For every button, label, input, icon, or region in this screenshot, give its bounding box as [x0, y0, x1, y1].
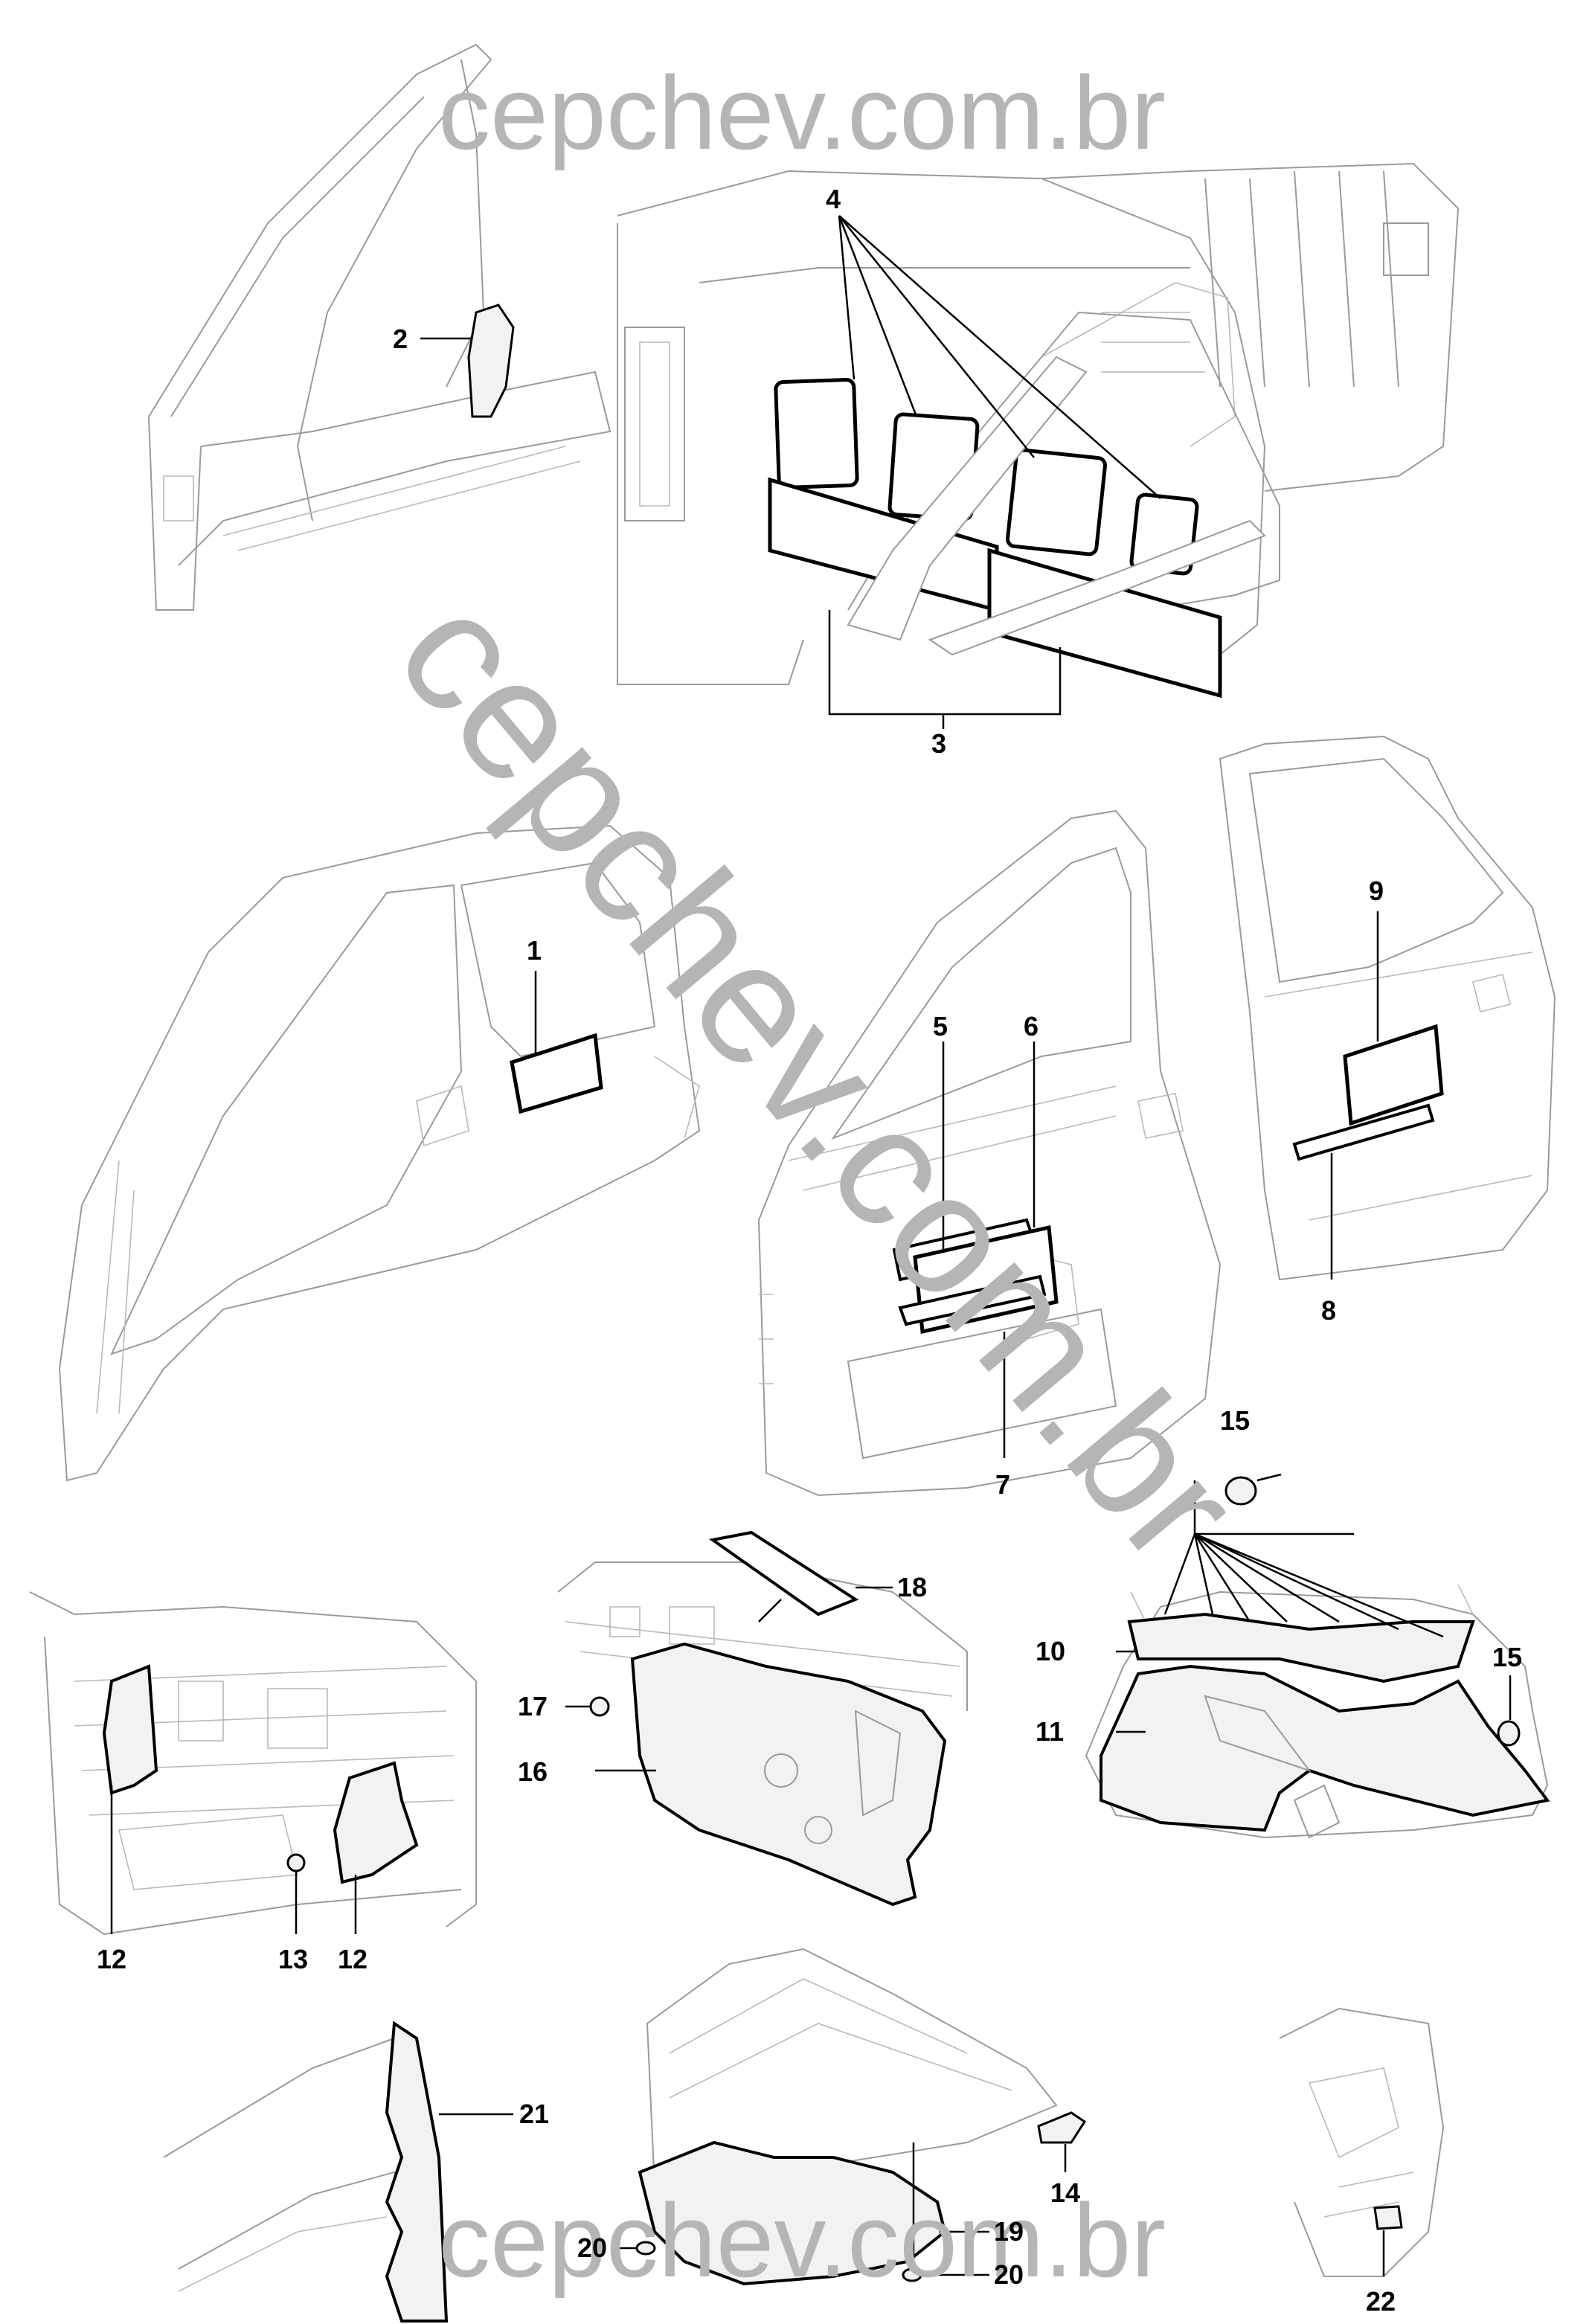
- panel-g-dash: [557, 1530, 968, 1907]
- callout-13: 13: [278, 1944, 308, 1974]
- callout-20-left: 20: [577, 2232, 607, 2263]
- carpet-11: [1100, 1664, 1550, 1832]
- insulator-8: [1292, 1103, 1435, 1161]
- callout-3: 3: [931, 728, 946, 759]
- panel-a-pillar: [148, 43, 611, 611]
- callout-8: 8: [1321, 1295, 1336, 1326]
- callout-5: 5: [933, 1011, 948, 1041]
- insulator-1: [510, 1033, 603, 1114]
- callout-21: 21: [519, 2099, 549, 2129]
- callout-14: 14: [1050, 2177, 1080, 2208]
- callout-15-top: 15: [1220, 1405, 1250, 1436]
- panel-12-left: [102, 1664, 158, 1795]
- dash-insulator-16: [630, 1642, 947, 1907]
- panel-j-hood: [614, 1948, 1087, 2286]
- watermark-top: cepchev.com.br: [438, 54, 1166, 171]
- plug-13: [286, 1853, 306, 1872]
- insulator-7: [898, 1274, 1047, 1326]
- plug-15b: [1497, 1720, 1521, 1747]
- callout-12-right: 12: [338, 1944, 367, 1974]
- callout-9: 9: [1369, 876, 1384, 906]
- callout-10: 10: [1036, 1636, 1065, 1666]
- panel-b-cab: [617, 162, 1460, 729]
- callout-11: 11: [1036, 1716, 1064, 1747]
- callout-2: 2: [393, 324, 408, 354]
- panel-12-right: [333, 1761, 419, 1884]
- callout-7: 7: [995, 1469, 1010, 1500]
- callout-19: 19: [994, 2216, 1024, 2247]
- watermark-bottom: cepchev.com.br: [438, 2182, 1166, 2299]
- fender-insulator-21: [385, 2020, 449, 2323]
- callout-15-right: 15: [1492, 1642, 1522, 1672]
- panel-f-cowl-side: [29, 1591, 477, 1936]
- callout-12-left: 12: [97, 1944, 126, 1974]
- panel-d-front-door: [757, 809, 1222, 1497]
- carpet-10: [1127, 1612, 1475, 1683]
- callouts: 2 4 3 1 5 6 7 9 8 15 18 10 15 17 11 16 1…: [97, 184, 1522, 2317]
- panel-i-fender: [163, 2020, 513, 2323]
- callout-20-right: 20: [994, 2259, 1024, 2290]
- callout-18: 18: [897, 1572, 927, 1602]
- watermark-diagonal: cepchev.com.br: [362, 559, 1276, 1597]
- callout-22: 22: [1366, 2286, 1396, 2317]
- insulator-3b: [987, 548, 1222, 699]
- plug-15a: [1224, 1476, 1257, 1506]
- insulator-9: [1343, 1024, 1444, 1126]
- callout-17: 17: [518, 1691, 548, 1721]
- spacer-22: [1373, 2205, 1403, 2230]
- callout-6: 6: [1024, 1011, 1039, 1041]
- bumper-14: [1037, 2111, 1087, 2144]
- panel-e-rear-door: [1219, 735, 1556, 1281]
- insulator-18: [708, 1530, 859, 1617]
- panel-h-floor: [1085, 1473, 1550, 1839]
- insulator-4c: [1006, 448, 1107, 556]
- callout-1: 1: [527, 935, 542, 966]
- insulator-4a: [774, 378, 859, 489]
- callout-16: 16: [518, 1756, 548, 1787]
- clip-17: [589, 1696, 610, 1717]
- panel-c-body-side: [58, 824, 701, 1482]
- pillar-insulator-2: [467, 304, 515, 418]
- panel-k-corner: [1279, 2007, 1445, 2277]
- callout-4: 4: [826, 184, 841, 214]
